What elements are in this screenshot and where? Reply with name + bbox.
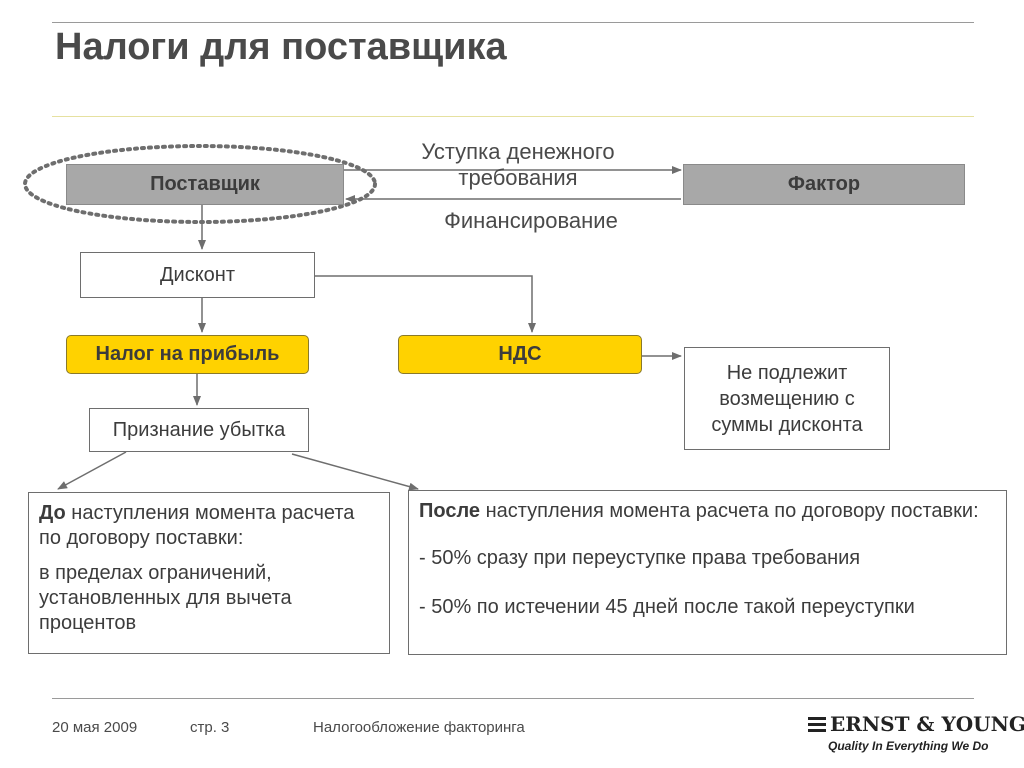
vat-box: НДС bbox=[398, 335, 642, 374]
not-deductible-box: Не подлежит возмещению с суммы дисконта bbox=[684, 347, 890, 450]
factor-box: Фактор bbox=[683, 164, 965, 205]
footer-date: 20 мая 2009 bbox=[52, 719, 138, 736]
before-detail: в пределах ограничений, установленных дл… bbox=[39, 562, 292, 634]
after-heading-rest: наступления момента расчета по договору … bbox=[480, 500, 979, 522]
logo-tagline: Quality In Everything We Do bbox=[828, 739, 989, 753]
arrow-loss-before bbox=[57, 451, 127, 490]
after-item-2: - 50% по истечении 45 дней после такой п… bbox=[419, 596, 915, 618]
discount-box: Дисконт bbox=[80, 252, 315, 298]
footer-rule bbox=[52, 698, 974, 699]
supplier-highlight-ellipse bbox=[23, 144, 377, 224]
financing-label: Финансирование bbox=[444, 208, 618, 233]
after-item-1: - 50% сразу при переуступке права требов… bbox=[419, 547, 861, 569]
top-rule bbox=[52, 22, 974, 23]
arrow-discount-vat bbox=[315, 275, 536, 333]
before-heading: До наступления момента расчета по догово… bbox=[39, 501, 379, 551]
supplier-box: Поставщик bbox=[66, 164, 344, 205]
footer-page-number: стр. 3 bbox=[190, 719, 230, 736]
page-title: Налоги для поставщика bbox=[55, 26, 507, 68]
title-rule bbox=[52, 116, 974, 117]
company-logo: ERNST & YOUNG Quality In Everything We D… bbox=[808, 712, 1024, 756]
arrow-loss-after bbox=[291, 453, 419, 491]
logo-bars-icon bbox=[808, 717, 826, 733]
footer-topic: Налогообложение факторинга bbox=[313, 719, 525, 736]
before-bold-word: До bbox=[39, 502, 66, 524]
before-heading-rest: наступления момента расчета по договору … bbox=[39, 502, 355, 549]
after-settlement-box: После наступления момента расчета по дог… bbox=[408, 490, 1007, 655]
after-heading: После наступления момента расчета по дог… bbox=[419, 499, 996, 524]
loss-recognition-box: Признание убытка bbox=[89, 408, 309, 452]
logo-wordmark: ERNST & YOUNG bbox=[830, 712, 1024, 736]
assignment-label: Уступка денежного требования bbox=[421, 139, 615, 190]
before-settlement-box: До наступления момента расчета по догово… bbox=[28, 492, 390, 654]
profit-tax-box: Налог на прибыль bbox=[66, 335, 309, 374]
after-bold-word: После bbox=[419, 500, 481, 522]
